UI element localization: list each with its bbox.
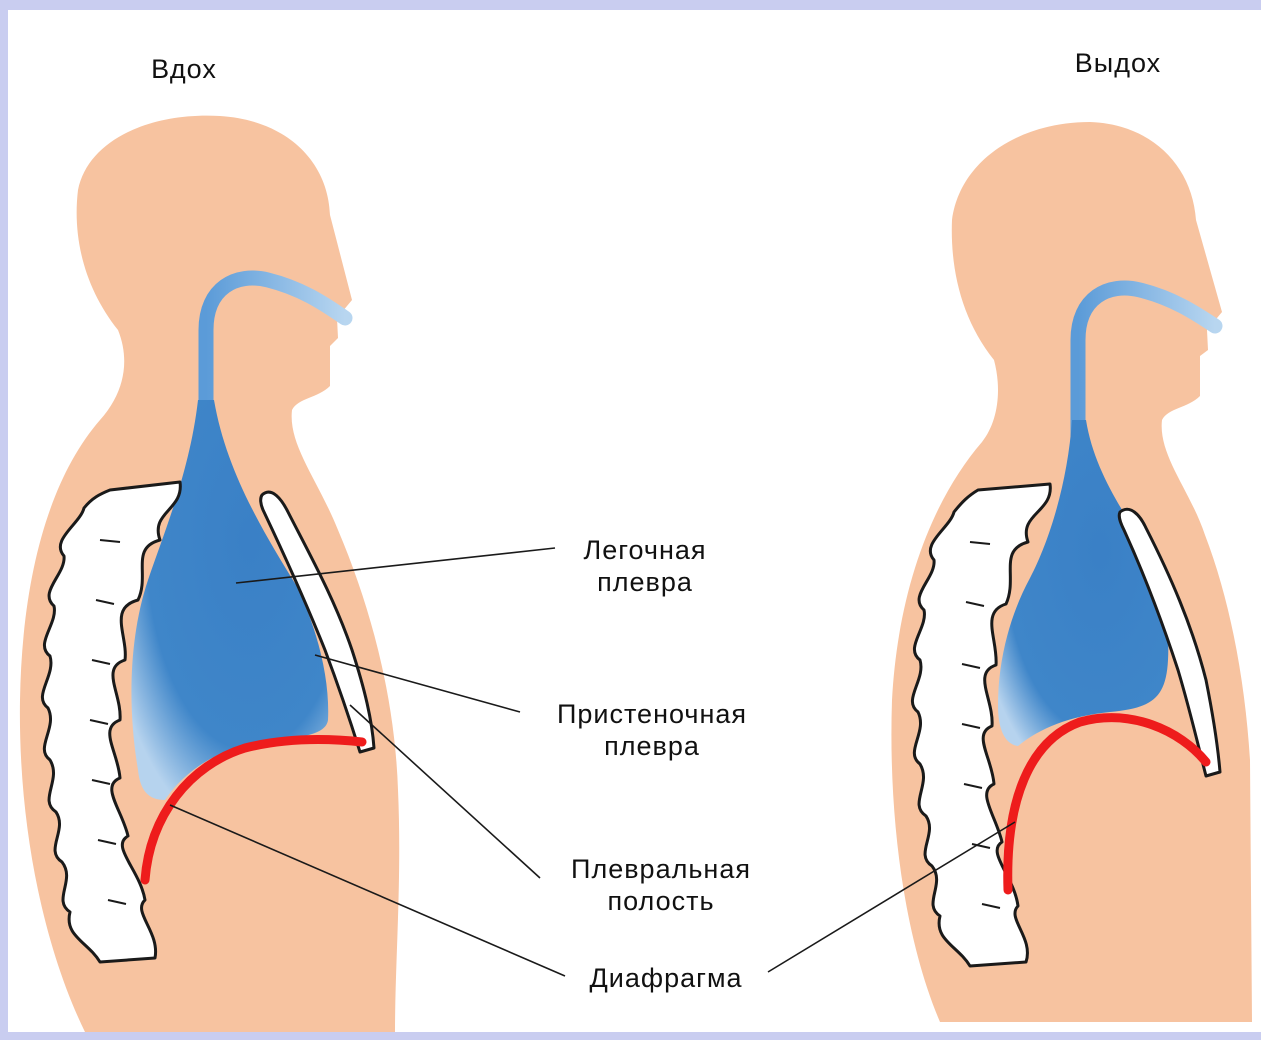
inhale-figure: [20, 116, 399, 1032]
title-inhale: Вдох: [151, 54, 217, 84]
title-exhale: Выдох: [1075, 48, 1161, 78]
label-diaphragm: Диафрагма: [589, 963, 742, 993]
exhale-figure: [891, 122, 1252, 1022]
label-parietal-pleura-line1: Пристеночная: [557, 699, 747, 729]
label-pulmonary-pleura-line2: плевра: [597, 567, 693, 597]
label-pleural-cavity-line2: полость: [607, 886, 714, 916]
label-pulmonary-pleura-line1: Легочная: [583, 535, 706, 565]
label-parietal-pleura-line2: плевра: [604, 731, 700, 761]
label-pleural-cavity-line1: Плевральная: [571, 854, 751, 884]
